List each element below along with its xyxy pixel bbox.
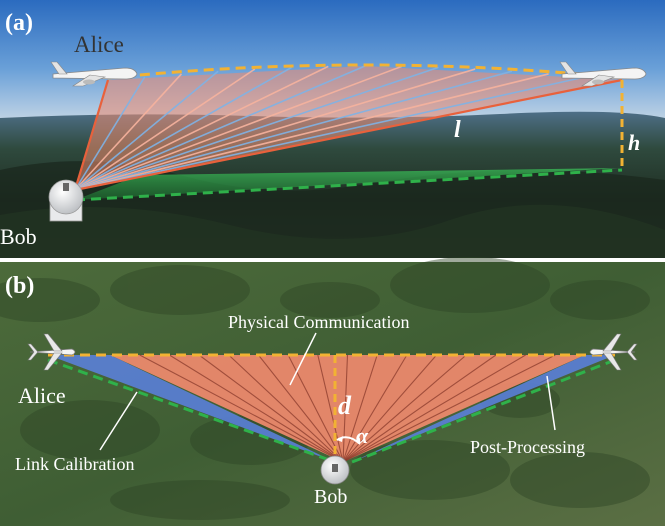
angle-arrow-left: [337, 436, 343, 442]
length-label: l: [454, 117, 461, 143]
alice-label-a: Alice: [74, 32, 124, 57]
terrain-patch: [350, 440, 510, 500]
beam-line: [74, 65, 402, 191]
beam-line: [74, 73, 183, 191]
beam-line: [287, 354, 344, 463]
beam-line: [342, 354, 526, 463]
ground-line-dashed: [74, 168, 623, 202]
ground-station-icon: [48, 179, 84, 222]
pointer-calibration: [99, 391, 138, 451]
terrain-patch: [510, 452, 650, 508]
ground-station-icon: [320, 455, 350, 485]
beam-line: [342, 354, 378, 463]
post-processing-label: Post-Processing: [470, 437, 585, 457]
terrain-patch: [280, 282, 380, 318]
beam-line: [74, 76, 146, 191]
airplane-icon: [559, 61, 647, 87]
beam-line: [342, 354, 497, 463]
airplane-icon: [27, 333, 76, 371]
ground-edge-left: [47, 358, 336, 464]
angle-arrow-right: [354, 438, 360, 444]
beam-line: [342, 354, 349, 463]
panel-b-tag: (b): [5, 273, 34, 299]
terrain-ridges-near: [0, 204, 665, 258]
alpha-label: α: [356, 423, 369, 448]
height-label: h: [628, 130, 640, 155]
beam-line: [74, 66, 292, 191]
beam-line: [74, 68, 256, 191]
terrain-patch: [110, 480, 290, 520]
beam-edge-left: [73, 79, 110, 191]
terrain-patch: [20, 400, 160, 460]
pointer-post: [546, 375, 556, 431]
beam-line: [74, 68, 476, 191]
beam-line: [258, 354, 344, 463]
terrain-patch: [550, 280, 650, 320]
beam-line: [74, 65, 329, 191]
link-calibration-label: Link Calibration: [15, 454, 134, 474]
communication-region: [110, 355, 585, 462]
beam-line: [342, 354, 408, 463]
physical-communication-label: Physical Communication: [228, 312, 410, 332]
beam-line: [74, 76, 586, 191]
panel-a-tag: (a): [5, 10, 33, 36]
airplane-icon: [589, 333, 638, 371]
beam-line: [139, 354, 344, 463]
beam-lines: [139, 354, 556, 463]
beam-line: [74, 65, 366, 191]
terrain-patch: [0, 278, 100, 322]
beam-line: [342, 354, 467, 463]
beam-line: [228, 354, 344, 463]
pointer-physical: [289, 332, 317, 386]
terrain-patch: [390, 257, 550, 313]
beam-line: [74, 73, 549, 191]
beam-line: [74, 70, 219, 191]
terrain-texture: [0, 257, 650, 520]
terrain-patch: [110, 265, 250, 315]
bob-label-b: Bob: [314, 486, 347, 508]
beam-line: [317, 354, 344, 463]
beam-line: [169, 354, 344, 463]
beam-fan: [74, 65, 622, 191]
flight-path-dashed: [107, 63, 623, 80]
beam-edge-right: [74, 78, 623, 192]
beam-line: [342, 354, 556, 463]
bob-label-a: Bob: [0, 224, 37, 249]
panel-divider: [0, 258, 665, 262]
beam-line: [74, 70, 513, 191]
beam-line: [342, 354, 437, 463]
alice-label-b: Alice: [18, 383, 66, 408]
distance-label: d: [338, 391, 352, 420]
beam-line: [198, 354, 344, 463]
beam-line: [74, 66, 439, 191]
panel-b: (b) Physical Communication Alice d α Lin…: [0, 257, 665, 526]
airplane-icon: [50, 61, 138, 87]
panel-a: (a) Alice Bob l h: [0, 0, 665, 258]
